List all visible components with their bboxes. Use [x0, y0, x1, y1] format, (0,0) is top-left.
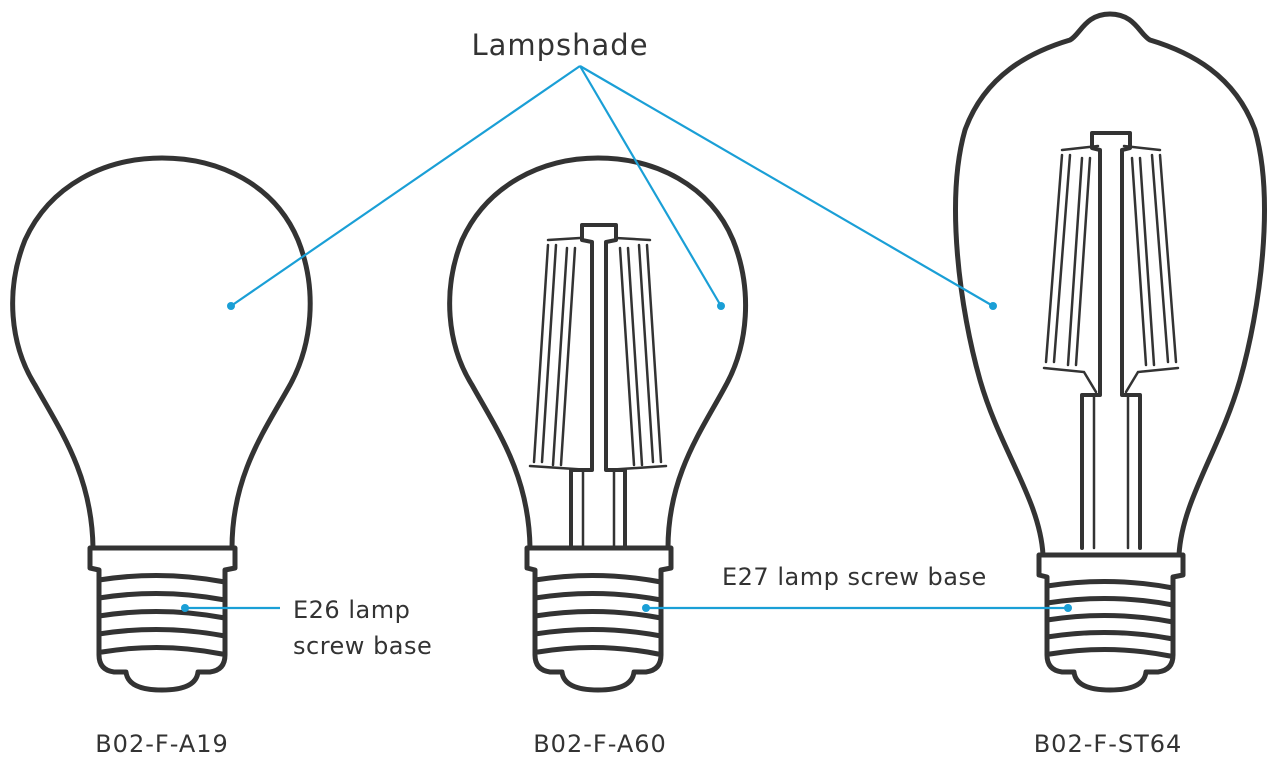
lampshade-leaders: [227, 65, 997, 310]
model-label-a60: B02-F-A60: [533, 730, 667, 758]
e27-leader: [642, 604, 1072, 612]
bulb-a60-base: [524, 545, 674, 693]
bulb-a19: [10, 155, 313, 693]
e27-dot-a60: [642, 604, 650, 612]
bulb-st64: [953, 11, 1267, 693]
bulb-a19-base: [87, 545, 238, 693]
lampshade-dot-st64: [989, 302, 997, 310]
bulb-a60: [447, 155, 749, 693]
bulb-st64-filament: [1042, 131, 1180, 550]
e27-dot-st64: [1064, 604, 1072, 612]
lampshade-dot-a60: [717, 302, 725, 310]
bulb-a60-glass: [447, 155, 749, 551]
e27-label: E27 lamp screw base: [722, 563, 987, 591]
bulb-a60-filament: [528, 223, 668, 550]
lampshade-label: Lampshade: [471, 28, 648, 62]
model-label-a19: B02-F-A19: [95, 730, 229, 758]
e26-label-line1: E26 lamp: [293, 596, 410, 624]
bulb-st64-glass: [953, 11, 1267, 558]
e26-label-line2: screw base: [293, 632, 432, 660]
model-label-st64: B02-F-ST64: [1034, 730, 1183, 758]
bulb-st64-base: [1036, 552, 1186, 693]
bulb-a19-glass: [10, 155, 313, 551]
e26-dot: [181, 604, 189, 612]
lampshade-dot-a19: [227, 302, 235, 310]
e26-leader: [181, 604, 280, 612]
